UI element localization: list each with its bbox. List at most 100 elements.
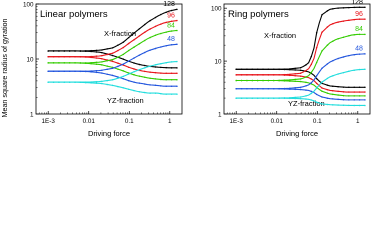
data-point [348, 54, 350, 57]
data-point [326, 44, 329, 46]
data-point [58, 55, 60, 58]
data-point [332, 89, 334, 92]
data-point [106, 68, 108, 71]
data-point [348, 19, 350, 22]
data-point [273, 79, 275, 82]
data-point [111, 79, 114, 81]
data-point [289, 80, 291, 82]
series-24-yz-line [48, 81, 177, 95]
data-point [95, 51, 98, 53]
data-point [283, 74, 286, 76]
data-point [160, 92, 162, 95]
data-point [283, 88, 286, 90]
data-point [353, 6, 355, 9]
data-point [154, 78, 157, 80]
data-point [52, 70, 55, 72]
data-point [337, 37, 339, 40]
data-point [68, 62, 71, 64]
data-point [289, 97, 291, 100]
data-point [321, 103, 323, 105]
data-point [133, 74, 135, 76]
data-point [68, 55, 71, 58]
data-point [144, 91, 146, 94]
x-axis-label: Driving force [276, 129, 318, 138]
data-point [127, 36, 130, 39]
data-point [79, 50, 82, 52]
data-point [364, 68, 366, 71]
data-point [133, 81, 135, 83]
data-point [299, 88, 302, 91]
data-point [294, 67, 296, 70]
data-point [122, 77, 125, 80]
data-point [294, 96, 296, 99]
data-point [117, 56, 119, 58]
data-point [310, 71, 313, 74]
data-point [122, 75, 125, 78]
data-point [95, 69, 98, 72]
data-point [149, 49, 151, 51]
data-point [358, 53, 361, 55]
data-point [63, 50, 66, 52]
data-point [138, 68, 141, 71]
data-point [246, 97, 248, 99]
data-point [294, 97, 296, 100]
data-point [310, 81, 313, 84]
data-point [337, 85, 339, 88]
data-point [294, 80, 296, 83]
data-point [144, 64, 146, 67]
data-point [326, 103, 329, 106]
data-point [101, 54, 103, 57]
data-point [251, 79, 254, 82]
data-point [90, 71, 92, 73]
data-point [63, 55, 66, 58]
data-point [52, 55, 55, 58]
x-tick-label: 0.1 [125, 118, 134, 125]
data-point [144, 23, 146, 26]
data-point [111, 47, 114, 49]
data-point [235, 88, 237, 90]
data-point [283, 97, 286, 99]
data-point [101, 64, 103, 66]
data-point [321, 31, 323, 33]
data-point [170, 78, 173, 81]
data-point [256, 74, 259, 76]
figure: Mean square radius of gyration Linear po… [0, 0, 371, 138]
data-point [170, 93, 173, 95]
data-point [364, 91, 366, 93]
data-point [294, 69, 296, 71]
data-point [176, 67, 178, 69]
series-label: 128 [351, 0, 363, 6]
series-label: 48 [167, 36, 175, 43]
data-point [52, 81, 55, 83]
data-point [348, 35, 350, 37]
data-point [95, 82, 98, 84]
data-point [299, 96, 302, 98]
data-point [101, 69, 103, 71]
data-point [348, 95, 350, 97]
data-point [332, 40, 334, 42]
data-point [74, 62, 76, 64]
data-point [95, 71, 98, 74]
data-point [74, 70, 76, 72]
data-point [310, 63, 313, 66]
data-point [348, 70, 350, 73]
data-point [154, 84, 157, 87]
data-point [101, 61, 103, 63]
data-point [68, 70, 71, 72]
data-point [74, 50, 76, 52]
data-point [58, 50, 60, 52]
data-point [133, 38, 135, 41]
data-point [127, 79, 130, 82]
data-point [315, 31, 318, 34]
data-point [299, 80, 302, 83]
data-point [315, 101, 318, 103]
data-point [95, 80, 98, 83]
data-point [256, 68, 259, 71]
data-point [353, 18, 355, 21]
data-point [111, 52, 114, 54]
data-point [289, 79, 291, 81]
data-point [235, 97, 237, 99]
data-point [358, 68, 361, 71]
data-point [165, 61, 167, 64]
